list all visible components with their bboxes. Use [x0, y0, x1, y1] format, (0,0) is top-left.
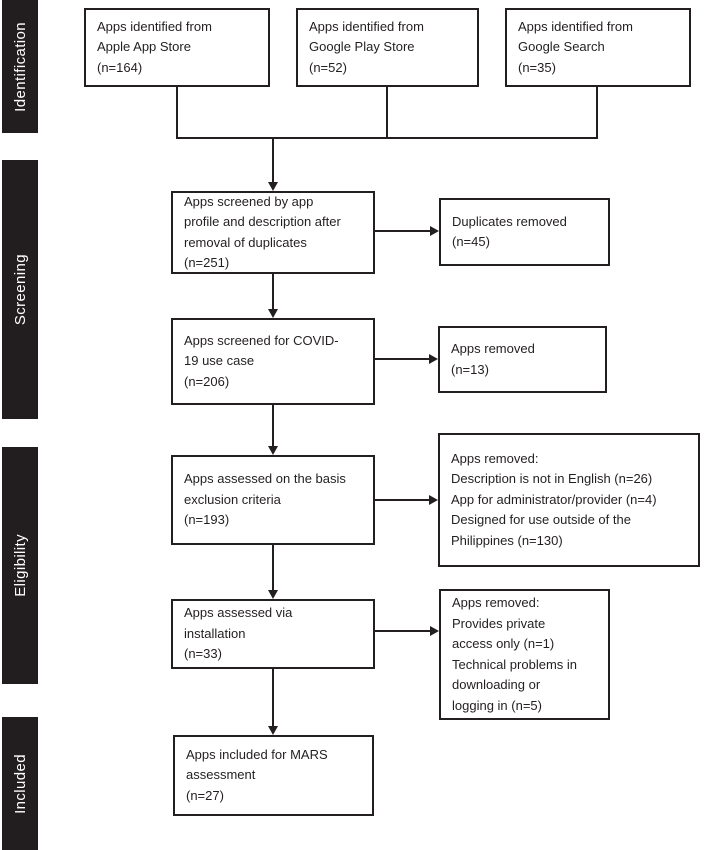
stage-bar-identification: Identification [2, 0, 38, 133]
box-apps-removed-installation-text: Apps removed: Provides private access on… [452, 595, 578, 713]
box-screened-profile-text: Apps screened by app profile and descrip… [184, 193, 341, 271]
box-google-search-text: Apps identified from Google Search (n=35… [518, 18, 633, 75]
box-apps-removed-installation: Apps removed: Provides private access on… [439, 589, 610, 720]
arrowhead-to-assessed-installation [268, 590, 278, 599]
stage-label-screening: Screening [11, 253, 29, 326]
box-included-mars: Apps included for MARS assessment (n=27) [173, 735, 374, 816]
box-google-play-store: Apps identified from Google Play Store (… [296, 8, 479, 87]
box-google-play-store-text: Apps identified from Google Play Store (… [309, 18, 424, 75]
box-screened-covid: Apps screened for COVID- 19 use case (n=… [171, 318, 375, 405]
arrowhead-to-screened-profile [268, 182, 278, 191]
box-included-mars-text: Apps included for MARS assessment (n=27) [186, 746, 328, 803]
connector-screened-to-covid [272, 274, 274, 309]
stage-bar-screening: Screening [2, 160, 38, 419]
box-apps-removed-exclusion-text: Apps removed: Description is not in Engl… [451, 450, 657, 548]
stage-label-eligibility: Eligibility [11, 534, 29, 597]
connector-to-duplicates-removed [375, 230, 430, 232]
connector-apple-down [176, 87, 178, 139]
box-assessed-exclusion: Apps assessed on the basis exclusion cri… [171, 455, 375, 545]
arrowhead-to-screened-covid [268, 309, 278, 318]
connector-to-apps-removed-usecase [375, 358, 429, 360]
arrowhead-to-duplicates-removed [430, 226, 439, 236]
arrowhead-to-assessed-exclusion [268, 446, 278, 455]
connector-merge-to-screened [272, 137, 274, 182]
stage-label-included: Included [11, 753, 29, 814]
box-screened-profile: Apps screened by app profile and descrip… [171, 191, 375, 274]
stage-bar-included: Included [2, 717, 38, 850]
box-apple-app-store-text: Apps identified from Apple App Store (n=… [97, 18, 212, 75]
box-apps-removed-usecase: Apps removed (n=13) [438, 326, 607, 393]
box-assessed-exclusion-text: Apps assessed on the basis exclusion cri… [184, 471, 346, 528]
stage-bar-eligibility: Eligibility [2, 447, 38, 684]
connector-exclusion-to-installation [272, 545, 274, 590]
box-screened-covid-text: Apps screened for COVID- 19 use case (n=… [184, 332, 339, 389]
box-assessed-installation: Apps assessed via installation (n=33) [171, 599, 375, 669]
connector-to-apps-removed-exclusion [375, 499, 429, 501]
connector-covid-to-exclusion [272, 405, 274, 446]
connector-to-apps-removed-installation [375, 630, 430, 632]
arrowhead-to-apps-removed-installation [430, 626, 439, 636]
arrowhead-to-apps-removed-usecase [429, 354, 438, 364]
stage-label-identification: Identification [11, 21, 29, 112]
connector-merge-horizontal [176, 137, 598, 139]
connector-googleplay-down [386, 87, 388, 139]
box-apple-app-store: Apps identified from Apple App Store (n=… [84, 8, 270, 87]
arrowhead-to-included-mars [268, 726, 278, 735]
box-assessed-installation-text: Apps assessed via installation (n=33) [184, 605, 293, 662]
connector-installation-to-included [272, 669, 274, 726]
box-apps-removed-usecase-text: Apps removed (n=13) [451, 341, 535, 377]
box-google-search: Apps identified from Google Search (n=35… [505, 8, 691, 87]
connector-googlesearch-down [596, 87, 598, 139]
box-duplicates-removed-text: Duplicates removed (n=45) [452, 213, 567, 250]
box-duplicates-removed: Duplicates removed (n=45) [439, 198, 610, 266]
arrowhead-to-apps-removed-exclusion [429, 495, 438, 505]
box-apps-removed-exclusion: Apps removed: Description is not in Engl… [438, 433, 700, 567]
